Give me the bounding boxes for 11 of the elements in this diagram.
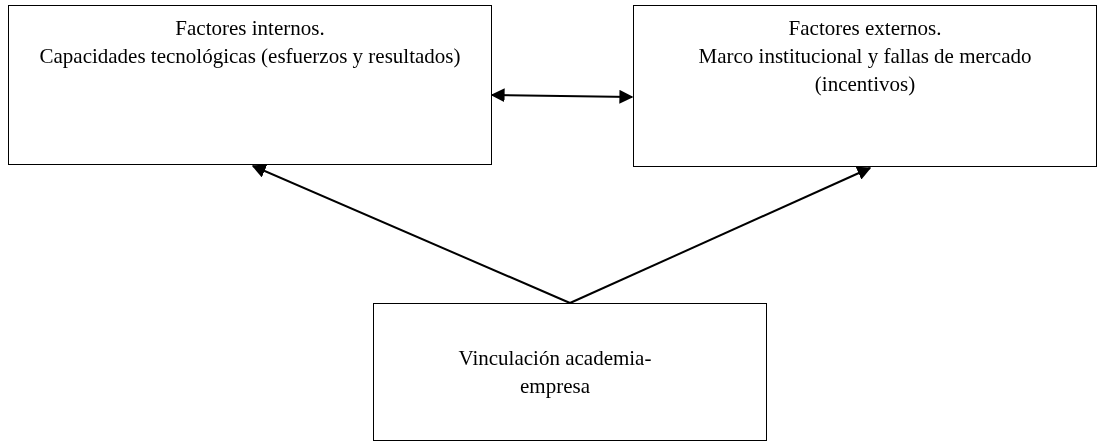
text-box bbox=[633, 5, 1097, 167]
arrow bbox=[490, 88, 634, 104]
box-text: Vinculación academia-empresa bbox=[457, 345, 653, 400]
arrow bbox=[251, 164, 571, 304]
box-heading: Factores internos. bbox=[175, 15, 325, 42]
box-heading: Factores externos. bbox=[788, 15, 942, 42]
arrow bbox=[569, 166, 872, 304]
text-box bbox=[8, 5, 492, 165]
box-text: Capacidades tecnológicas (esfuerzos y resultados) bbox=[39, 43, 461, 70]
text-box bbox=[373, 303, 767, 441]
box-text: Marco institucional y fallas de mercado (incentivos) bbox=[697, 43, 1033, 98]
